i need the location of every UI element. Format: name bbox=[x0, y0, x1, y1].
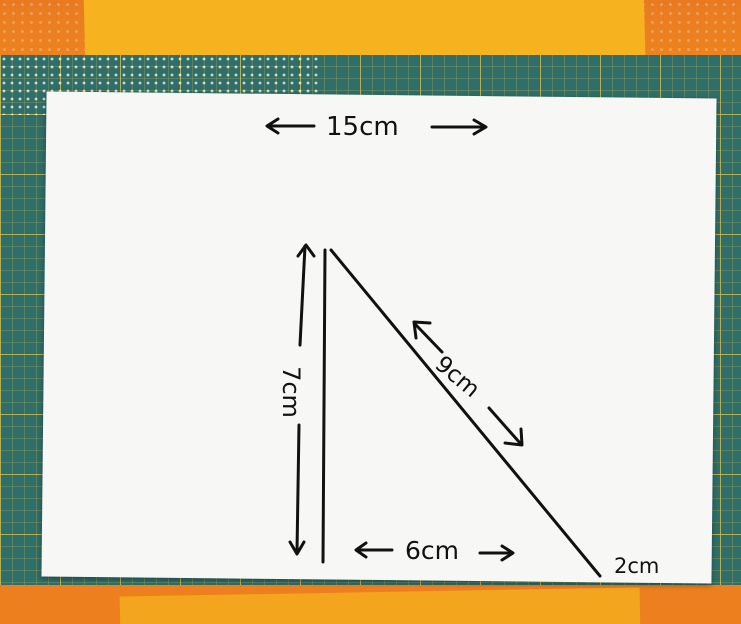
height-arrow bbox=[288, 243, 316, 556]
hypotenuse-arrow bbox=[412, 320, 524, 447]
corner-label: 2cm bbox=[614, 554, 660, 578]
width-arrow-left bbox=[265, 117, 316, 135]
width-label: 15cm bbox=[326, 112, 399, 142]
height-label: 7cm bbox=[276, 366, 305, 418]
base-label: 6cm bbox=[405, 536, 460, 565]
base-arrow bbox=[354, 541, 515, 562]
triangle-vertical-edge bbox=[321, 248, 327, 564]
triangle-hypotenuse bbox=[329, 248, 602, 578]
width-arrow-right bbox=[430, 118, 488, 136]
